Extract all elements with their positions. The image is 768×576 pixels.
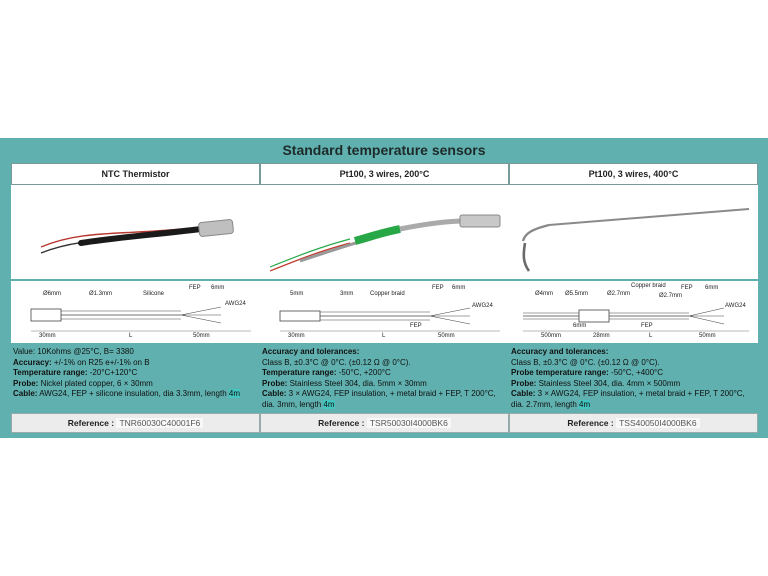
drawing-label: Copper braid	[370, 291, 405, 297]
drawing-label: FEP	[410, 323, 422, 329]
reference-value: TNR60030C40001F6	[116, 418, 204, 428]
drawing-label: 6mm	[211, 285, 225, 291]
technical-drawing: 5mm 3mm Copper braid FEP 6mm AWG24 FEP 3…	[260, 281, 509, 343]
drawing-label: 50mm	[193, 333, 210, 339]
drawing-label: Ø2.7mm	[607, 291, 631, 297]
drawing-label: FEP	[432, 285, 444, 291]
drawing-label: 6mm	[573, 323, 587, 329]
sensor-photo	[260, 185, 509, 279]
drawing-label: AWG24	[725, 303, 746, 309]
drawing-label: Copper braid	[631, 283, 666, 289]
column-pt100-400: Pt100, 3 wires, 400°C Ø4mm Ø5.5mm Ø2.7mm…	[509, 163, 758, 433]
drawing-label: FEP	[681, 285, 693, 291]
drawing-label: 30mm	[288, 333, 305, 339]
column-header: NTC Thermistor	[11, 163, 260, 185]
drawing-label: 3mm	[340, 291, 354, 297]
drawing-label: 50mm	[699, 333, 716, 339]
column-header: Pt100, 3 wires, 400°C	[509, 163, 758, 185]
cable-length-highlight: 4m	[228, 389, 241, 398]
drawing-label: 50mm	[438, 333, 455, 339]
column-ntc-thermistor: NTC Thermistor Ø6mm Ø1.3mm Silicone FEP …	[11, 163, 260, 433]
drawing-label: FEP	[641, 323, 653, 329]
pt100-200-sensor-image	[269, 214, 501, 272]
reference-row: Reference : TSR50030I4000BK6	[260, 413, 509, 433]
technical-drawing: Ø4mm Ø5.5mm Ø2.7mm Copper braid Ø2.7mm F…	[509, 281, 758, 343]
drawing-label: Ø5.5mm	[565, 291, 589, 297]
pt100-400-sensor-image	[521, 208, 750, 272]
reference-value: TSS40050I4000BK6	[616, 418, 700, 428]
reference-row: Reference : TSS40050I4000BK6	[509, 413, 758, 433]
drawing-label: Silicone	[143, 291, 165, 297]
drawing-label: 6mm	[452, 285, 466, 291]
drawing-label: 30mm	[39, 333, 56, 339]
spec-block: Accuracy and tolerances: Class B, ±0.3°C…	[262, 347, 496, 409]
cable-length-highlight: 4m	[323, 399, 335, 409]
drawing-label: 5mm	[290, 291, 304, 297]
drawing-label: L	[129, 333, 133, 339]
spec-block: Value: 10Kohms @25°C, B= 3380 Accuracy: …	[13, 347, 241, 398]
column-header: Pt100, 3 wires, 200°C	[260, 163, 509, 185]
reference-row: Reference : TNR60030C40001F6	[11, 413, 260, 433]
reference-value: TSR50030I4000BK6	[366, 418, 451, 428]
cable-length-highlight: 4m	[579, 399, 591, 409]
ntc-sensor-image	[40, 219, 234, 254]
drawing-label: L	[649, 333, 653, 339]
drawing-label: 500mm	[541, 333, 562, 339]
page-title: Standard temperature sensors	[282, 142, 486, 158]
drawing-label: 6mm	[705, 285, 719, 291]
technical-drawing: Ø6mm Ø1.3mm Silicone FEP 6mm AWG24 30mm …	[11, 281, 260, 343]
column-pt100-200: Pt100, 3 wires, 200°C 5mm 3mm Copper bra…	[260, 163, 509, 433]
drawing-label: Ø1.3mm	[89, 291, 113, 297]
drawing-label: Ø2.7mm	[659, 293, 683, 299]
drawing-label: FEP	[189, 285, 201, 291]
sensor-photo	[11, 185, 260, 279]
spec-block: Accuracy and tolerances: Class B, ±0.3°C…	[511, 347, 745, 409]
drawing-label: Ø4mm	[535, 291, 553, 297]
drawing-label: Ø6mm	[43, 291, 61, 297]
drawing-label: AWG24	[225, 301, 246, 307]
sensor-photo	[509, 185, 758, 279]
drawing-label: AWG24	[472, 303, 493, 309]
drawing-label: 28mm	[593, 333, 610, 339]
drawing-label: L	[382, 333, 386, 339]
